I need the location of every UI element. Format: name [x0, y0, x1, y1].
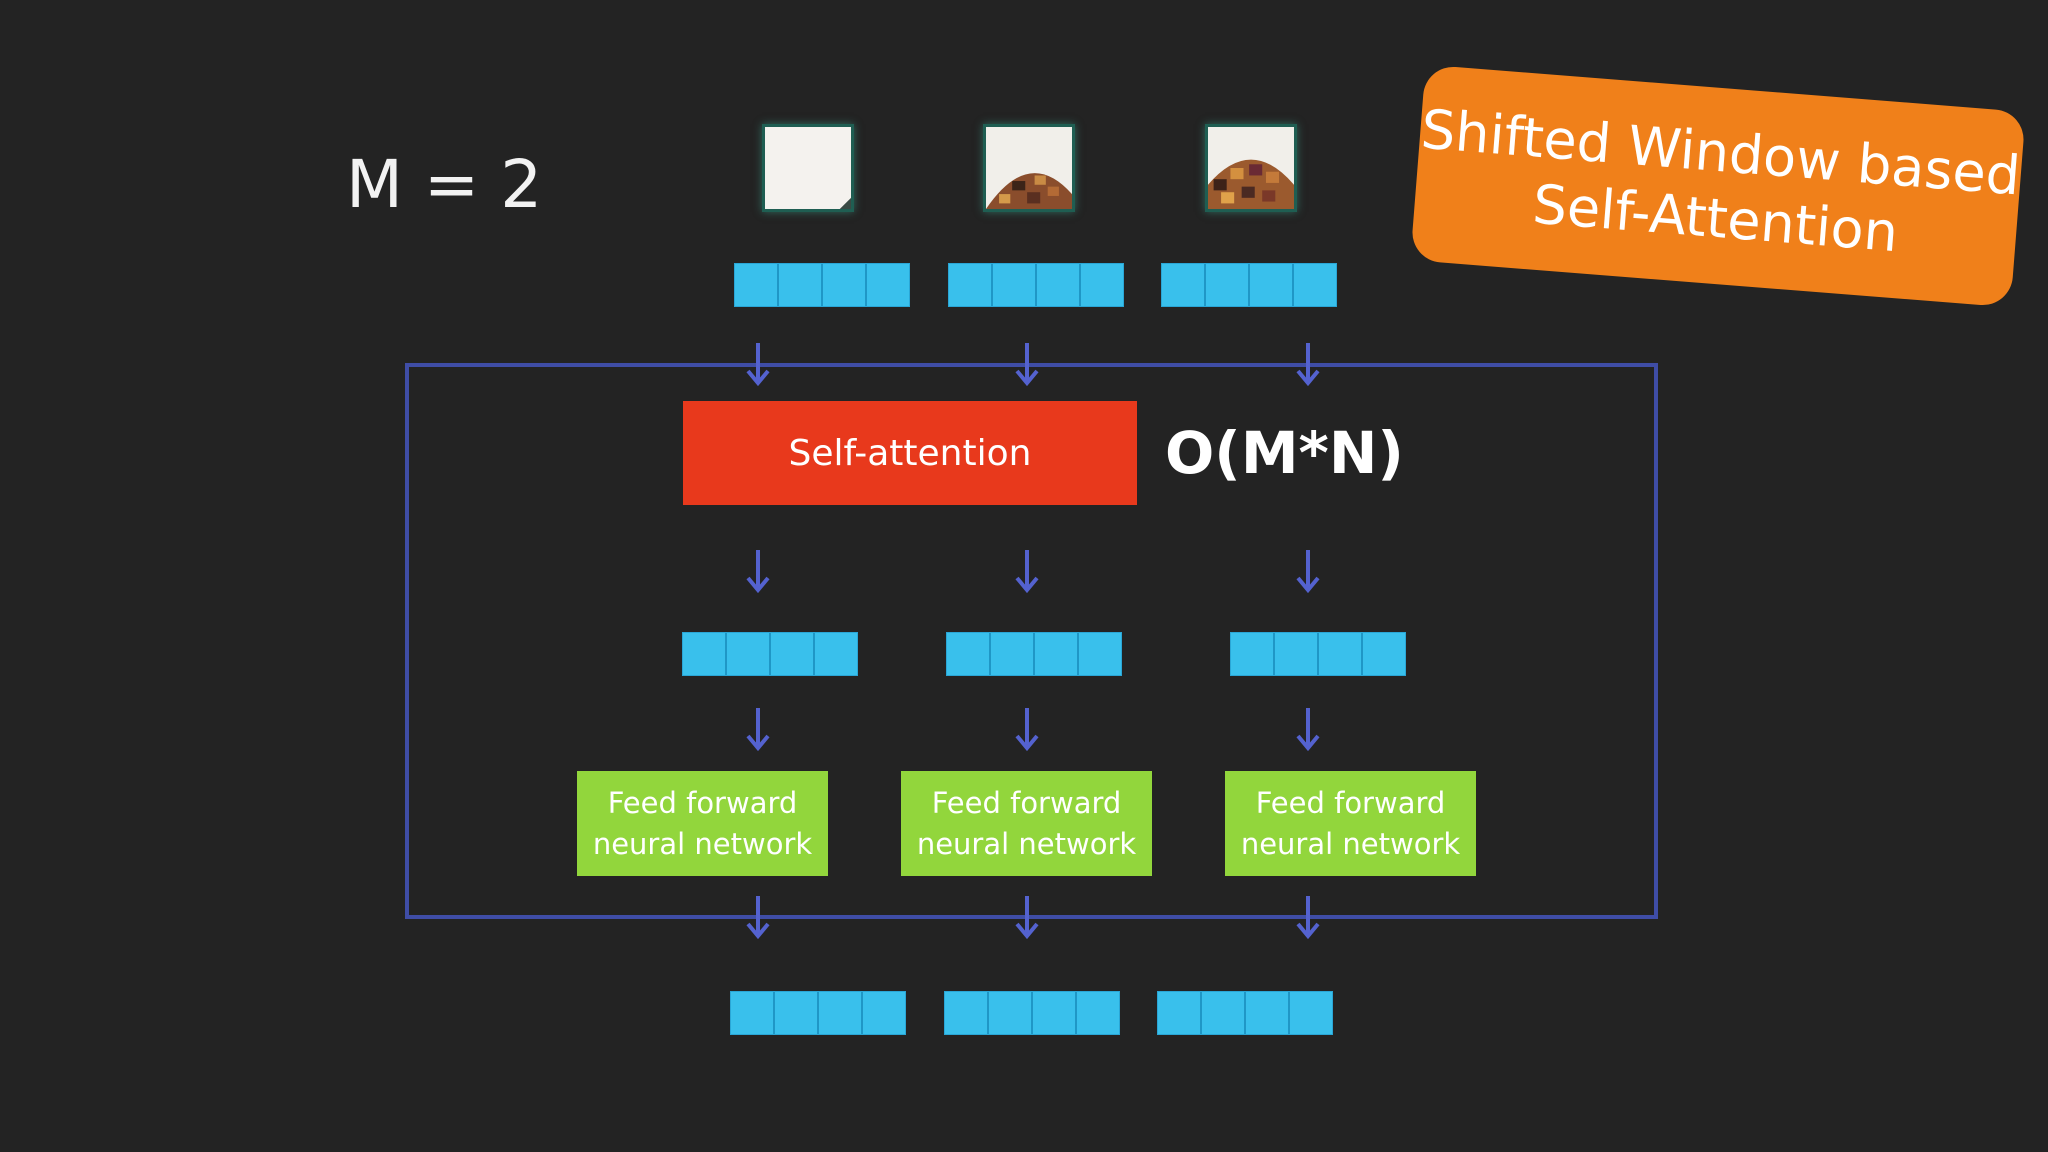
- down-arrow-icon: [1014, 550, 1040, 594]
- down-arrow-icon: [1295, 708, 1321, 752]
- attention-output-token-row: [682, 632, 858, 676]
- ffn-label-line2: neural network: [1240, 826, 1461, 861]
- dome-patch-image: [983, 124, 1075, 212]
- dome-patch-image: [1205, 124, 1297, 212]
- window-size-label: M = 2: [346, 146, 543, 223]
- output-token-row: [944, 991, 1120, 1035]
- down-arrow-icon: [1295, 343, 1321, 387]
- blank-patch-image: [762, 124, 854, 212]
- transformer-block-frame: [405, 363, 1658, 919]
- ffn-label-line1: Feed forward: [607, 785, 798, 820]
- feed-forward-box: Feed forward neural network: [577, 771, 828, 876]
- feed-forward-box: Feed forward neural network: [901, 771, 1152, 876]
- down-arrow-icon: [1295, 896, 1321, 940]
- self-attention-box: Self-attention: [683, 401, 1137, 505]
- output-token-row: [1157, 991, 1333, 1035]
- ffn-label-line1: Feed forward: [1255, 785, 1446, 820]
- self-attention-label: Self-attention: [788, 432, 1032, 474]
- down-arrow-icon: [1014, 708, 1040, 752]
- feed-forward-box: Feed forward neural network: [1225, 771, 1476, 876]
- down-arrow-icon: [745, 343, 771, 387]
- complexity-label: O(M*N): [1165, 419, 1404, 487]
- input-token-row: [734, 263, 910, 307]
- down-arrow-icon: [1295, 550, 1321, 594]
- down-arrow-icon: [745, 550, 771, 594]
- ffn-label-line1: Feed forward: [931, 785, 1122, 820]
- input-token-row: [948, 263, 1124, 307]
- down-arrow-icon: [1014, 896, 1040, 940]
- title-badge: Shifted Window based Self-Attention: [1410, 64, 2026, 308]
- down-arrow-icon: [745, 708, 771, 752]
- down-arrow-icon: [1014, 343, 1040, 387]
- down-arrow-icon: [745, 896, 771, 940]
- ffn-label-line2: neural network: [916, 826, 1137, 861]
- output-token-row: [730, 991, 906, 1035]
- attention-output-token-row: [946, 632, 1122, 676]
- attention-output-token-row: [1230, 632, 1406, 676]
- ffn-label-line2: neural network: [592, 826, 813, 861]
- input-token-row: [1161, 263, 1337, 307]
